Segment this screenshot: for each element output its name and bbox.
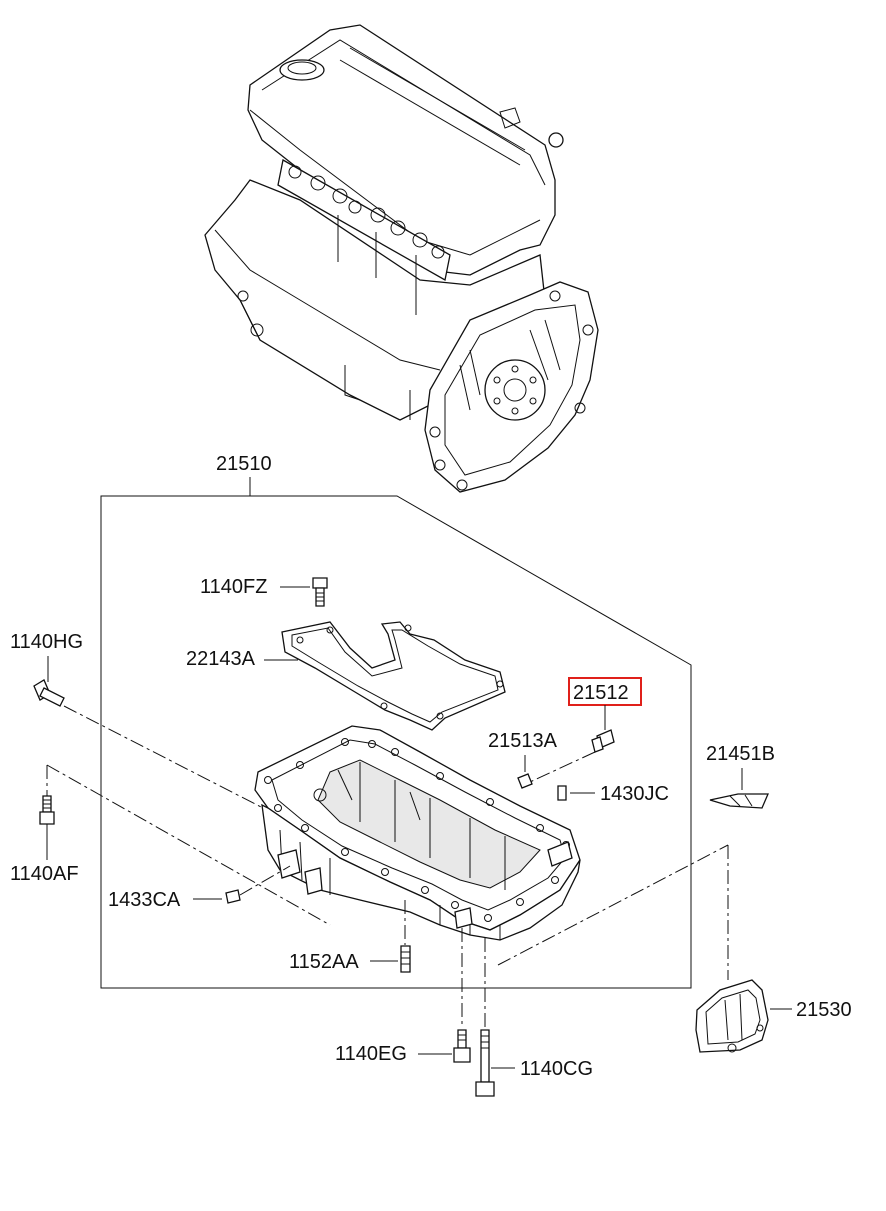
bolt-1140fz — [312, 577, 328, 607]
gasket-22143a — [281, 621, 506, 731]
engine-block-illustration — [204, 24, 599, 493]
bolt-1140cg — [475, 1029, 495, 1097]
label-1140hg: 1140HG — [10, 631, 83, 653]
washer-21513a — [517, 773, 533, 789]
label-1140eg: 1140EG — [335, 1043, 407, 1065]
label-21451b: 21451B — [706, 743, 775, 765]
label-22143a: 22143A — [186, 648, 256, 670]
label-21510: 21510 — [216, 453, 272, 475]
oil-pan-21510 — [254, 725, 581, 941]
assembly-boundary-box — [100, 495, 692, 989]
label-21512: 21512 — [573, 682, 629, 704]
dowel-1433ca — [225, 889, 241, 904]
label-1140cg: 1140CG — [520, 1058, 593, 1080]
drain-plug-21512 — [591, 729, 615, 753]
dowel-1430jc — [557, 785, 567, 801]
cover-21530 — [695, 979, 769, 1053]
stud-1140af — [39, 795, 55, 825]
label-21513a: 21513A — [488, 730, 558, 752]
label-1140fz: 1140FZ — [200, 576, 267, 598]
bolt-1140hg — [33, 679, 65, 707]
flywheel-bolt-holes — [493, 365, 537, 415]
label-1433ca: 1433CA — [108, 889, 181, 911]
label-1140af: 1140AF — [10, 863, 79, 885]
bolt-1140eg — [453, 1029, 471, 1063]
label-1152aa: 1152AA — [289, 951, 359, 973]
label-1430jc: 1430JC — [600, 783, 669, 805]
stud-1152aa — [400, 945, 411, 973]
bracket-21451b — [709, 793, 769, 809]
manifold-port-holes — [288, 165, 445, 259]
label-21530: 21530 — [796, 999, 852, 1021]
